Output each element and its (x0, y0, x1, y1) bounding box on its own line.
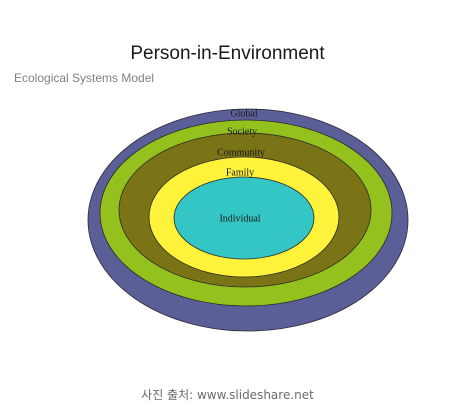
ring-label-community: Community (217, 147, 265, 158)
ring-label-individual: Individual (219, 213, 260, 224)
ring-individual (173, 176, 315, 260)
ring-label-society: Society (227, 126, 257, 137)
page-title: Person-in-Environment (130, 43, 325, 64)
ring-label-global: Global (230, 108, 257, 119)
image-source-caption: 사진 출처: www.slideshare.net (141, 388, 314, 402)
ring-label-family: Family (226, 167, 254, 178)
page-subtitle: Ecological Systems Model (14, 71, 155, 85)
